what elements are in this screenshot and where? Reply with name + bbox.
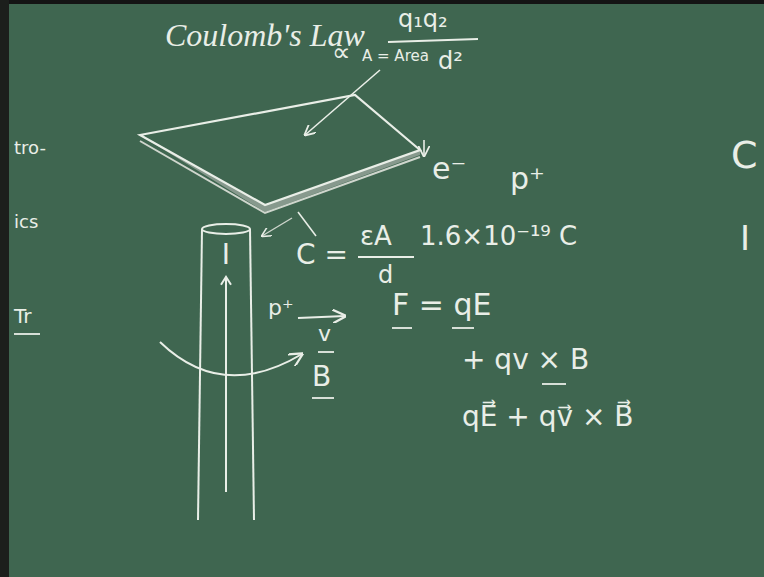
- vector-underline: [392, 327, 412, 329]
- current-wire: I: [198, 222, 254, 522]
- velocity-arrow: [298, 316, 345, 318]
- force-formula: qE⃗ + qv⃗ × B⃗: [462, 402, 634, 433]
- vector-underline: [318, 351, 334, 353]
- margin-text: I: [740, 220, 750, 257]
- denominator: d²: [438, 48, 463, 74]
- margin-text: ics: [14, 212, 38, 232]
- denominator: d: [378, 262, 393, 288]
- area-note: A = Area: [362, 48, 429, 65]
- fraction-line: [388, 39, 478, 42]
- leader-line: [305, 70, 380, 135]
- field-arrow: [160, 342, 302, 375]
- vector-underline: [542, 383, 566, 385]
- board-frame: [0, 0, 9, 577]
- leader-line: [262, 218, 292, 236]
- vector-underline: [312, 397, 334, 399]
- vector-underline: [452, 327, 474, 329]
- leader-line: [298, 212, 316, 236]
- numerator: εA: [360, 222, 392, 251]
- electron-arrow: [423, 140, 425, 156]
- proportional-sign: ∝: [332, 38, 351, 67]
- margin-text: Tr: [14, 305, 32, 327]
- underline: [14, 333, 40, 335]
- charge-value: 1.6×10⁻¹⁹ C: [420, 222, 577, 251]
- electron-symbol: e⁻: [432, 152, 466, 185]
- velocity-label: v: [318, 322, 331, 346]
- board-frame: [0, 0, 764, 4]
- force-formula: F = qE: [392, 288, 491, 321]
- field-label: B: [312, 362, 331, 393]
- margin-text: C: [731, 135, 758, 177]
- margin-text: tro-: [14, 138, 46, 158]
- numerator: q₁q₂: [398, 6, 448, 32]
- capacitor-plate: [140, 141, 420, 213]
- current-label: I: [222, 240, 230, 271]
- capacitance-formula: C =: [296, 240, 348, 271]
- proton-symbol: p⁺: [268, 296, 294, 320]
- force-term: + qv × B: [462, 345, 589, 376]
- fraction-line: [358, 256, 414, 258]
- proton-symbol: p⁺: [510, 162, 545, 195]
- capacitor-plate: [140, 95, 420, 205]
